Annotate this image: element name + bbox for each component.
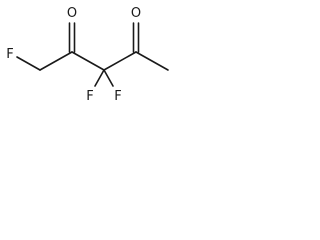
atom-label-o-left: O (67, 6, 77, 21)
atom-label-f-terminal: F (6, 47, 13, 62)
skeletal-formula: O O F F F (6, 6, 169, 104)
bond-c2-c3 (71, 51, 105, 71)
bond-c3-f-left (94, 69, 105, 87)
atom-label-o-right: O (131, 6, 141, 21)
atom-label-f-lower-left: F (86, 89, 93, 104)
atom-label-f-lower-right: F (114, 89, 121, 104)
bond-c3-c4 (103, 51, 137, 71)
structure-canvas: O O F F F (0, 0, 184, 112)
bond-ch2-c2 (39, 51, 73, 71)
bond-f-ch2 (16, 56, 41, 71)
bond-c4-ch3 (135, 51, 169, 71)
bond-c3-f-right (103, 69, 114, 87)
